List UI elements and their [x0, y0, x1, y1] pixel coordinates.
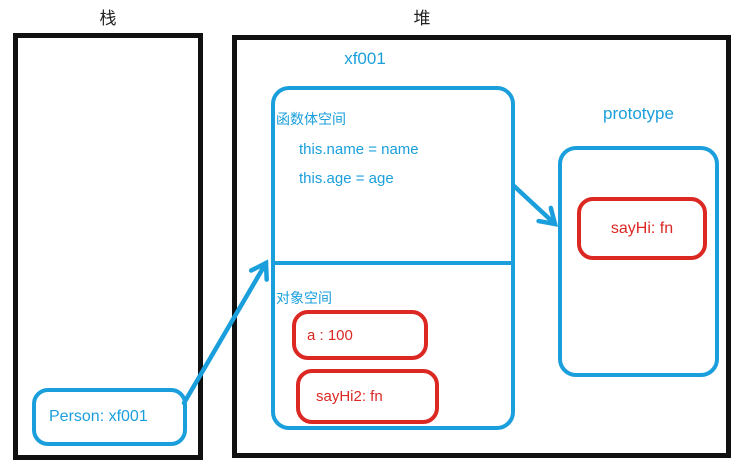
space-divider-line — [271, 261, 515, 265]
heap-title: 堆 — [413, 9, 431, 28]
object-space-label: 对象空间 — [276, 290, 332, 306]
prototype-box — [558, 146, 719, 377]
object-property-a-label: a : 100 — [307, 326, 353, 344]
code-line-this-name: this.name = name — [299, 141, 419, 158]
function-object-box — [271, 86, 515, 430]
prototype-property-sayhi-label: sayHi: fn — [610, 219, 674, 237]
stack-variable-label: Person: xf001 — [49, 408, 148, 425]
object-property-sayhi2: sayHi2: fn — [296, 369, 439, 424]
prototype-property-sayhi: sayHi: fn — [577, 197, 707, 260]
function-object-id-label: xf001 — [344, 49, 386, 68]
stack-title: 栈 — [99, 9, 117, 28]
prototype-title: prototype — [603, 104, 674, 123]
stack-variable-person: Person: xf001 — [32, 388, 187, 446]
function-space-label: 函数体空间 — [276, 111, 346, 127]
object-property-sayhi2-label: sayHi2: fn — [316, 388, 383, 405]
code-line-this-age: this.age = age — [299, 170, 394, 187]
object-property-a: a : 100 — [292, 310, 428, 360]
